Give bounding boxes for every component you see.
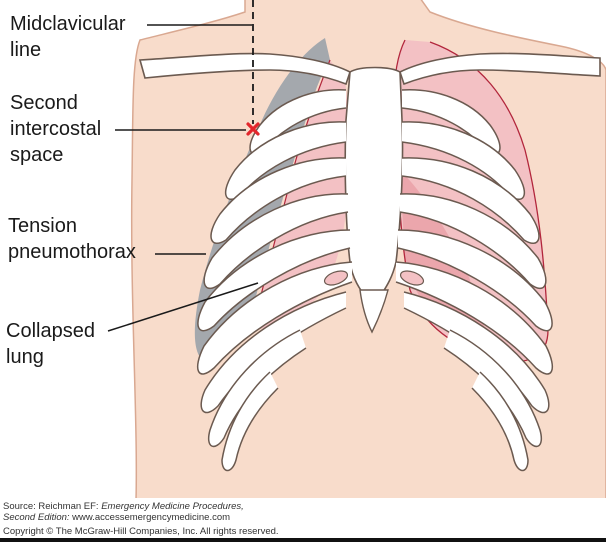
- midclavicular-line-label-l2: line: [10, 39, 42, 61]
- bottom-border: [0, 538, 606, 542]
- caption-edition: Second Edition:: [3, 512, 70, 523]
- left-costal-opening: [323, 270, 349, 286]
- xiphoid-process: [359, 289, 389, 334]
- collapsed-lung-label-l2: lung: [6, 346, 44, 368]
- second-intercostal-space-label: Second intercostal space: [10, 90, 101, 168]
- caption-source-prefix: Source: Reichman EF:: [3, 501, 102, 512]
- collapsed-lung-leader: [107, 282, 259, 332]
- midclavicular-line-label-l1: Midclavicular: [10, 13, 126, 35]
- caption-source-line: Source: Reichman EF: Emergency Medicine …: [3, 501, 244, 512]
- left-clavicle: [138, 52, 351, 86]
- right-costal-opening: [399, 270, 425, 286]
- collapsed-lung-label-l1: Collapsed: [6, 320, 95, 342]
- tension-pneumothorax-label: Tension pneumothorax: [8, 213, 136, 265]
- caption-book-title: Emergency Medicine Procedures,: [101, 501, 244, 512]
- caption-edition-line: Second Edition: www.accessemergencymedic…: [3, 512, 230, 523]
- second-intercostal-label-l1: Second: [10, 92, 78, 114]
- right-ribs: [395, 89, 554, 472]
- right-clavicle: [399, 52, 601, 86]
- second-intercostal-label-l2: intercostal: [10, 118, 102, 140]
- caption-copyright: Copyright © The McGraw-Hill Companies, I…: [3, 526, 279, 537]
- leader-lines: [107, 24, 259, 332]
- x-cross-mark-icon: [246, 122, 260, 136]
- collapsed-lung-label: Collapsed lung: [6, 318, 95, 370]
- second-intercostal-label-l3: space: [10, 144, 64, 166]
- figure-caption: Source: Reichman EF: Emergency Medicine …: [0, 498, 606, 542]
- tension-pneumothorax-label-l2: pneumothorax: [8, 241, 136, 263]
- caption-url: www.accessemergencymedicine.com: [69, 512, 231, 523]
- sternum: [344, 66, 404, 307]
- left-ribs: [196, 89, 353, 472]
- midclavicular-line-label: Midclavicular line: [10, 11, 126, 63]
- tension-pneumothorax-label-l1: Tension: [8, 215, 77, 237]
